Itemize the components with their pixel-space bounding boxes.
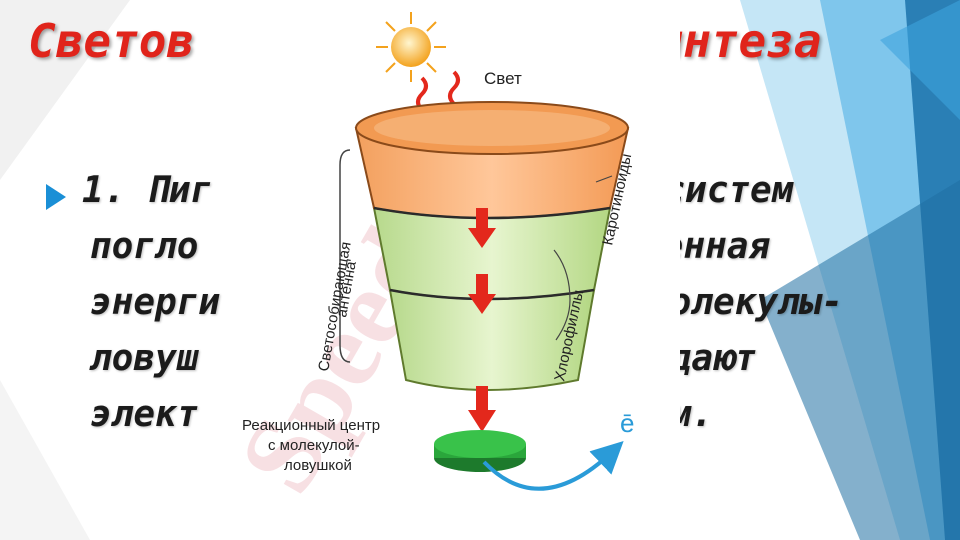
funnel-band-2 [372,207,612,300]
body-line-5-left: элект [90,394,199,435]
body-line-4-left: ловуш [90,338,199,379]
reaction-center-label-line1: Реакционный центр [242,417,380,434]
body-line-2-left: погло [90,226,199,267]
electron-arrow-icon [482,441,624,491]
slide-title-left: Светов [28,14,195,68]
funnel-rim-inner [374,110,610,146]
chlorophyll-bracket [553,249,571,341]
antenna-bracket [339,149,351,363]
corner-shape-top-left [0,0,130,180]
energy-down-arrow-icon [468,208,496,432]
electron-label: ē [620,408,634,438]
sun-icon [376,12,446,82]
reaction-center-disc [434,430,526,472]
funnel-band-3 [388,289,596,391]
panel-right-shade [760,180,960,540]
carotenoid-pointer [595,175,613,183]
panel-top-right-accent [880,0,960,120]
photosystem-diagram: Speedy Свет [240,0,680,540]
reaction-center-label-line2: с молекулой- [268,437,360,454]
reaction-center-label-line3: ловушкой [284,457,352,474]
body-line-3-right: молекулы- [648,282,844,323]
bullet-arrow-icon [46,184,66,210]
light-label: Свет [484,69,522,88]
corner-shape-bottom-left [0,380,90,540]
body-line-1-left: 1. Пиг [82,170,213,211]
body-line-3-left: энерги [90,282,221,323]
